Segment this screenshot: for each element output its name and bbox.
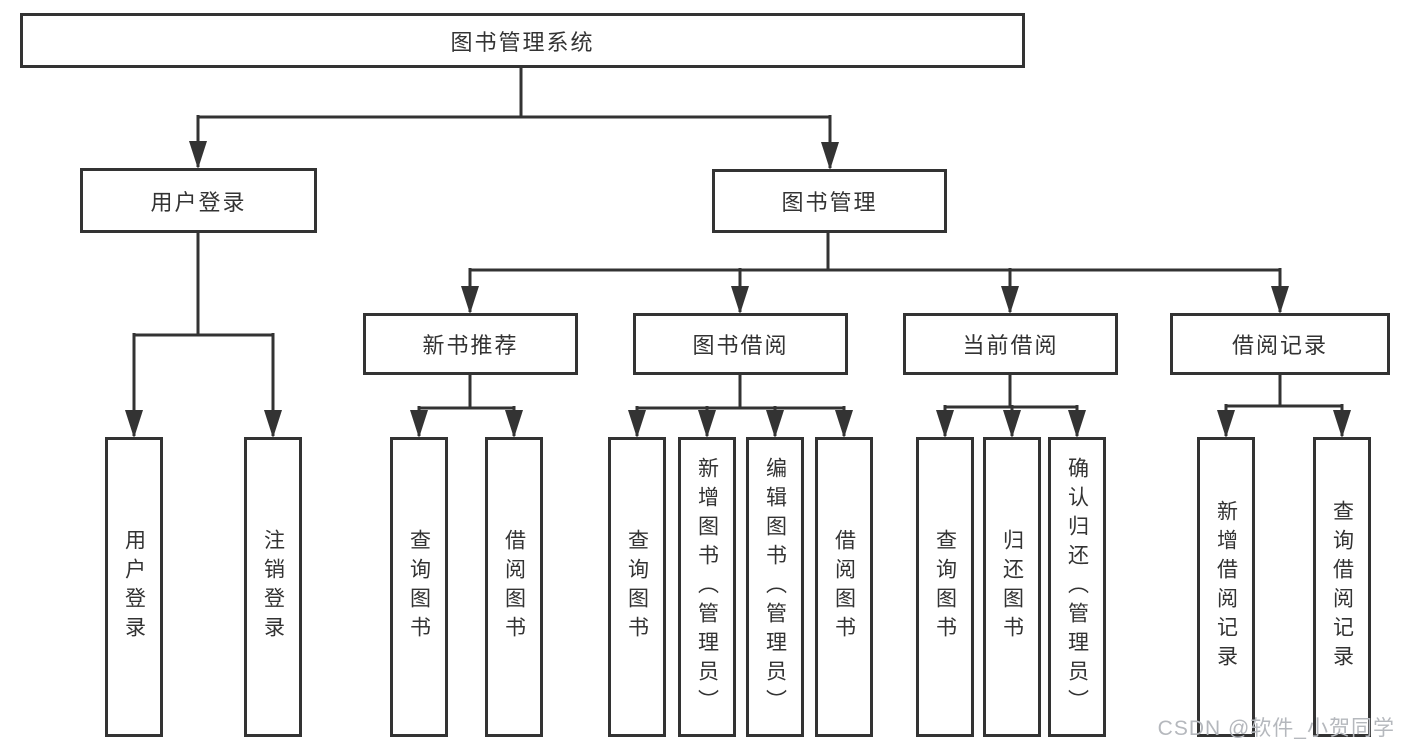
node-label: 图书管理系统 <box>450 29 595 55</box>
leaf-label: 归还图书 <box>1000 529 1024 645</box>
node-new-book-recommendation: 新书推荐 <box>363 313 578 375</box>
leaf-logout: 注销登录 <box>244 437 302 737</box>
node-book-management: 图书管理 <box>712 169 947 233</box>
leaf-label: 查询图书 <box>625 529 649 645</box>
leaf-label: 新增借阅记录 <box>1214 500 1238 674</box>
leaf-borrow-books-recommendation: 借阅图书 <box>485 437 543 737</box>
leaf-label: 编辑图书（管理员） <box>763 456 787 718</box>
csdn-watermark: CSDN @软件_小贺同学 <box>1157 717 1395 740</box>
leaf-return-books: 归还图书 <box>983 437 1041 737</box>
leaf-query-books-borrowing: 查询图书 <box>608 437 666 737</box>
leaf-label: 注销登录 <box>261 529 285 645</box>
leaf-label: 查询图书 <box>933 529 957 645</box>
node-label: 图书借阅 <box>692 333 789 358</box>
leaf-edit-books-admin: 编辑图书（管理员） <box>746 437 804 737</box>
leaf-label: 查询图书 <box>407 529 431 645</box>
leaf-label: 确认归还（管理员） <box>1065 456 1089 718</box>
leaf-query-borrow-record: 查询借阅记录 <box>1313 437 1371 737</box>
node-label: 用户登录 <box>150 189 247 215</box>
leaf-label: 借阅图书 <box>832 529 856 645</box>
leaf-label: 借阅图书 <box>502 529 526 645</box>
leaf-add-borrow-record: 新增借阅记录 <box>1197 437 1255 737</box>
node-label: 图书管理 <box>781 190 878 215</box>
node-current-borrowing: 当前借阅 <box>903 313 1118 375</box>
leaf-user-login: 用户登录 <box>105 437 163 737</box>
node-user-login: 用户登录 <box>80 168 317 233</box>
node-book-borrowing: 图书借阅 <box>633 313 848 375</box>
node-library-management-system: 图书管理系统 <box>20 13 1025 68</box>
node-label: 当前借阅 <box>962 333 1059 358</box>
leaf-confirm-return-admin: 确认归还（管理员） <box>1048 437 1106 737</box>
leaf-add-books-admin: 新增图书（管理员） <box>678 437 736 737</box>
leaf-borrow-books: 借阅图书 <box>815 437 873 737</box>
node-borrowing-records: 借阅记录 <box>1170 313 1390 375</box>
leaf-query-books-current: 查询图书 <box>916 437 974 737</box>
leaf-label: 新增图书（管理员） <box>695 456 719 718</box>
leaf-label: 查询借阅记录 <box>1330 500 1354 674</box>
node-label: 借阅记录 <box>1231 333 1328 358</box>
leaf-query-books-recommendation: 查询图书 <box>390 437 448 737</box>
node-label: 新书推荐 <box>422 333 519 358</box>
leaf-label: 用户登录 <box>122 529 146 645</box>
